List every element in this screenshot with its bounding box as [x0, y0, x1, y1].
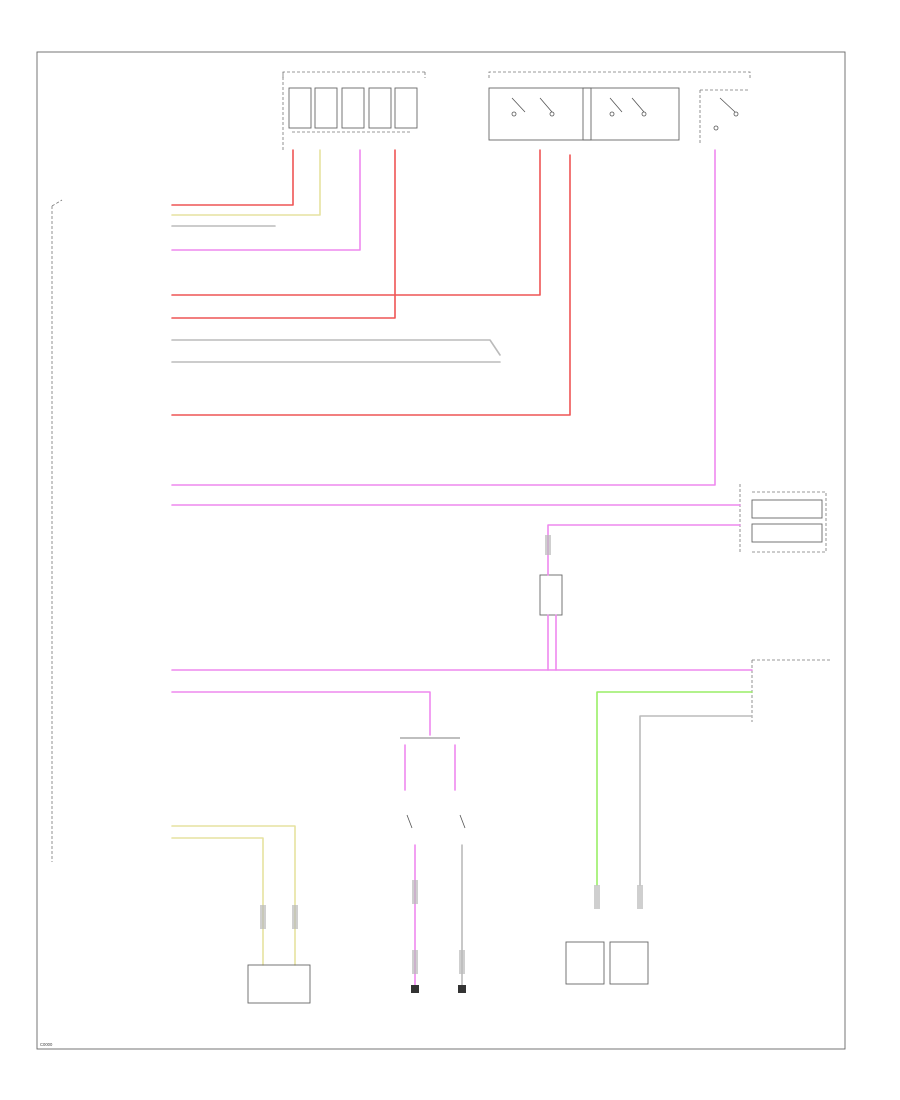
ignition-switch-left	[488, 87, 592, 141]
fuse-1	[288, 87, 312, 129]
wire-gray-occupant-b	[639, 715, 753, 886]
junction-block-middle	[539, 574, 563, 616]
wire-red-fuse-5	[171, 149, 396, 319]
fuse-4	[368, 87, 392, 129]
buckle-sensor-right	[609, 941, 649, 985]
headlamp-switch	[247, 964, 311, 1004]
wire-red-fuse-1	[171, 149, 294, 206]
wire-red-ignition-start	[171, 154, 571, 416]
wire-yellow-headlamp-a	[171, 825, 296, 966]
fuse-block-top-left	[282, 71, 426, 150]
occupant-classification-module	[751, 659, 832, 722]
fuse-3	[341, 87, 365, 129]
wire-red-ignition-run	[171, 149, 541, 296]
wire-pink-fuse-4	[171, 149, 361, 251]
wire-gray-ground-a	[171, 339, 501, 356]
fuse-2	[314, 87, 338, 129]
wire-pink-seat-sensor	[171, 691, 431, 736]
wire-yellow-headlamp-b	[171, 837, 264, 966]
wire-yellow-fuse-2	[171, 149, 321, 216]
diagram-border	[36, 51, 846, 1050]
ground-symbol-left	[411, 985, 419, 993]
connector-shading	[260, 535, 643, 974]
fuse-5	[394, 87, 418, 129]
ground-symbol-right	[458, 985, 466, 993]
instrument-cluster	[739, 484, 827, 553]
buckle-sensor-left	[565, 941, 605, 985]
ignition-switch-right	[582, 87, 680, 141]
wire-pink-cluster-to-junction	[547, 524, 741, 576]
ignition-switch-block	[488, 71, 751, 145]
footer-code: C0000	[40, 1042, 53, 1047]
wire-pink-ignition-acc	[171, 149, 716, 486]
wire-green-occupant-a	[596, 691, 753, 886]
